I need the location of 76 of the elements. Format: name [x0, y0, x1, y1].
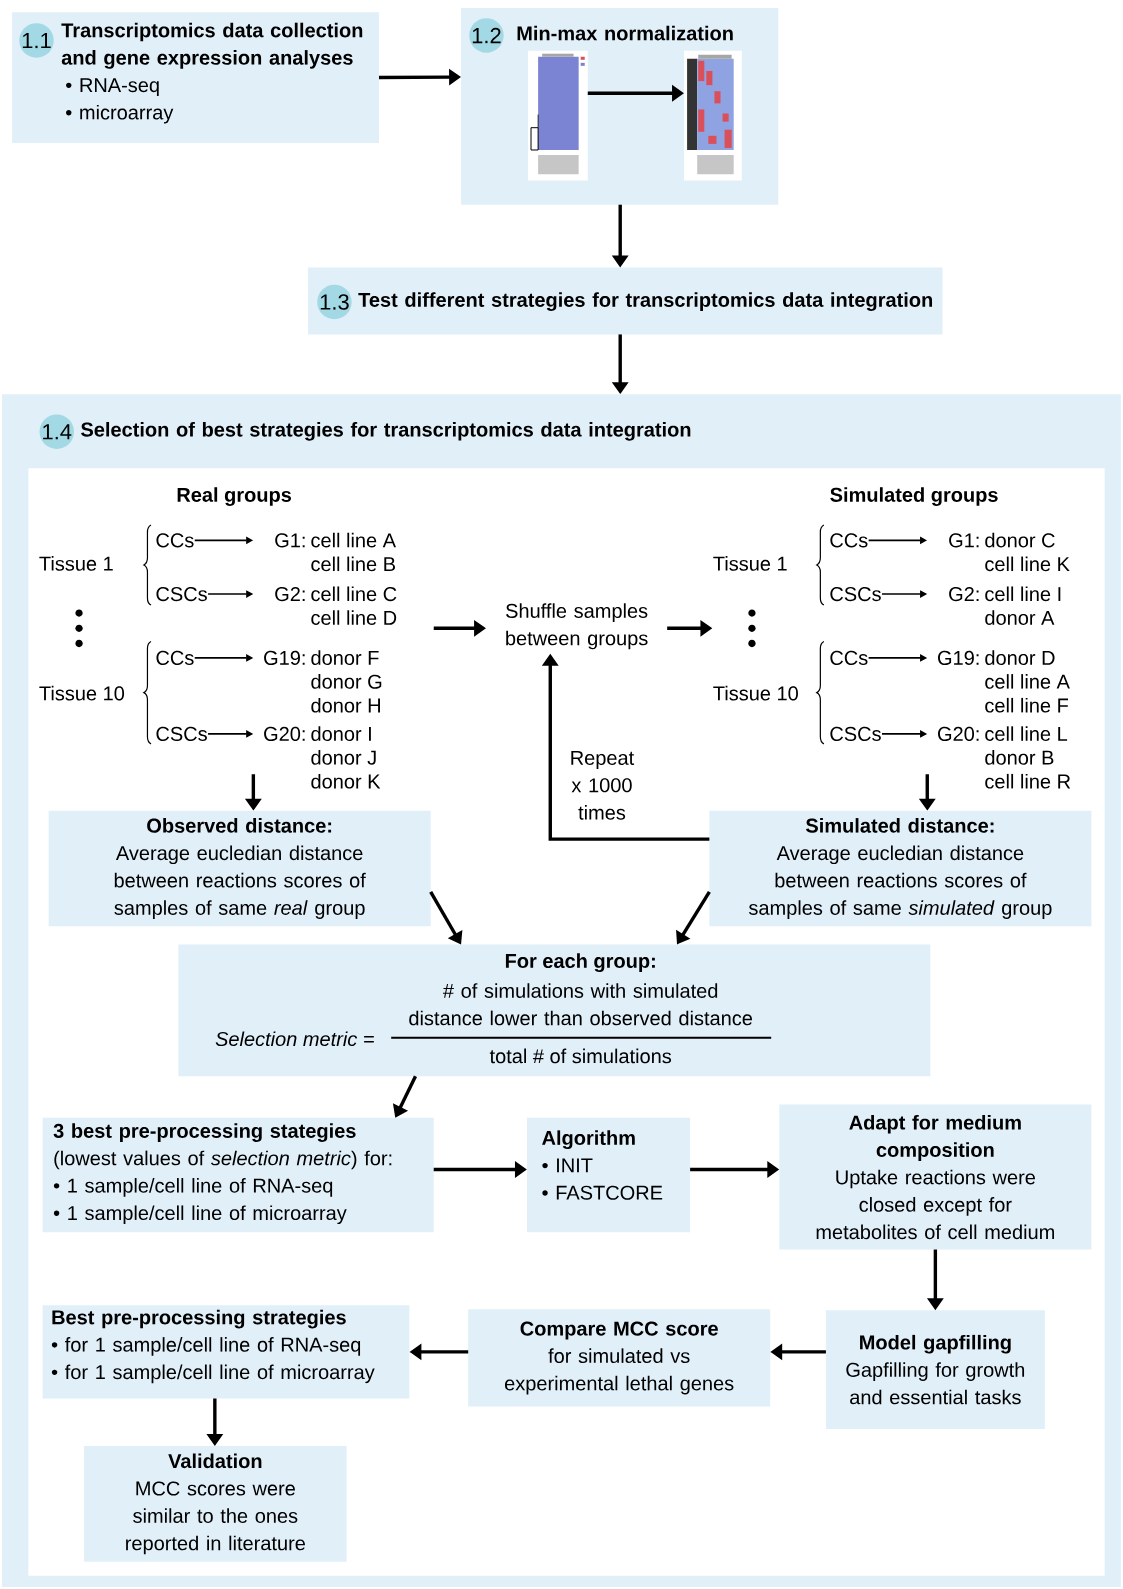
box-text: MCC scores were similar to the ones reported in literature — [126, 1481, 306, 1555]
cell-type-label: CCs — [830, 650, 868, 665]
bullet-item: • 1 sample/cell line of RNA-seq — [53, 1178, 333, 1197]
box-heading: Observed distance: — [147, 818, 332, 833]
box-text: for simulated vs experimental lethal genes — [505, 1348, 734, 1395]
tissue-label: Tissue 1 — [39, 556, 113, 571]
numerator: # of simulations with simulated distance lower than observed distance — [409, 983, 753, 1026]
step-number: 1.2 — [469, 18, 504, 53]
tissue-label: Tissue 10 — [713, 685, 799, 701]
box-heading: Compare MCC score — [520, 1321, 718, 1340]
sample-list: cell line C cell line D — [311, 586, 397, 625]
step-number: 1.3 — [317, 284, 352, 320]
sample-list: donor I donor J donor K — [311, 726, 381, 789]
edge-label: Repeat x 1000 times — [554, 749, 650, 822]
cell-type-label: CSCs — [156, 726, 207, 741]
box-text: Uptake reactions were closed except for metabolites of cell medium — [816, 1169, 1055, 1240]
group-label: G20: — [264, 726, 305, 741]
process-box — [826, 1310, 1045, 1429]
box-heading: Model gapfilling — [860, 1334, 1011, 1354]
sample-list: cell line L donor B cell line R — [985, 726, 1071, 789]
box-heading: Selection of best strategies for transcriptomics data integration — [81, 422, 691, 441]
process-box — [42, 1117, 434, 1233]
box-heading: Simulated distance: — [806, 818, 994, 833]
process-box — [178, 944, 931, 1077]
process-box — [84, 1446, 347, 1562]
formula-label: Selection metric = — [215, 1031, 374, 1047]
step-text: Shuffle samples between groups — [506, 603, 648, 650]
cell-type-label: CCs — [830, 533, 868, 548]
bullet-item: • RNA-seq — [66, 78, 159, 97]
denominator: total # of simulations — [489, 1048, 672, 1064]
process-box — [527, 1117, 691, 1233]
group-label: G19: — [264, 650, 305, 665]
box-heading: For each group: — [506, 953, 655, 973]
box-heading: Transcriptomics data collection and gene expression analyses — [61, 22, 363, 69]
box-text: Average eucledian distance between reactions scores of samples of same real group — [114, 845, 366, 919]
bullet-item: • INIT — [542, 1158, 593, 1173]
process-box — [468, 1309, 771, 1407]
group-label: G19: — [938, 650, 979, 665]
bullet-item: • FASTCORE — [542, 1185, 663, 1200]
tissue-label: Tissue 10 — [39, 685, 125, 701]
group-label: G2: — [949, 587, 979, 602]
box-text: (lowest values of selection metric) for: — [54, 1150, 392, 1170]
cell-type-label: CSCs — [830, 726, 881, 741]
box-heading: 3 best pre-processing stategies — [53, 1123, 356, 1142]
box-heading: Best pre-processing strategies — [52, 1309, 346, 1329]
cell-type-label: CCs — [156, 650, 194, 665]
process-box — [709, 810, 1092, 927]
bullet-item: • 1 sample/cell line of microarray — [53, 1205, 347, 1225]
group-label: G20: — [938, 726, 979, 741]
box-heading: Min-max normalization — [517, 25, 733, 41]
cell-type-label: CCs — [156, 533, 194, 548]
section-heading: Simulated groups — [830, 487, 998, 506]
box-heading: Adapt for medium composition — [849, 1114, 1021, 1161]
box-heading: Validation — [168, 1453, 262, 1469]
box-text: Gapfilling for growth and essential tasks — [846, 1362, 1025, 1405]
sample-list: cell line I donor A — [985, 586, 1061, 625]
section-heading: Real groups — [177, 487, 292, 506]
bullet-item: • microarray — [66, 104, 174, 124]
box-heading: Algorithm — [542, 1130, 635, 1150]
process-box — [48, 810, 431, 927]
step-number: 1.4 — [39, 414, 75, 449]
bullet-item: • for 1 sample/cell line of microarray — [51, 1364, 375, 1384]
picture — [684, 50, 742, 181]
group-label: G1: — [275, 533, 305, 548]
box-text: Average eucledian distance between reactions scores of samples of same simulated group — [749, 845, 1052, 919]
process-box — [779, 1104, 1092, 1250]
cell-type-label: CSCs — [156, 587, 207, 602]
process-box — [42, 1305, 410, 1399]
bullet-item: • for 1 sample/cell line of RNA-seq — [51, 1337, 361, 1356]
step-number: 1.1 — [19, 23, 54, 58]
tissue-label: Tissue 1 — [713, 556, 787, 571]
box-heading: Test different strategies for transcriptomics data integration — [358, 292, 933, 311]
group-label: G2: — [275, 587, 305, 602]
group-label: G1: — [949, 533, 979, 548]
cell-type-label: CSCs — [830, 587, 881, 602]
picture — [528, 50, 588, 181]
